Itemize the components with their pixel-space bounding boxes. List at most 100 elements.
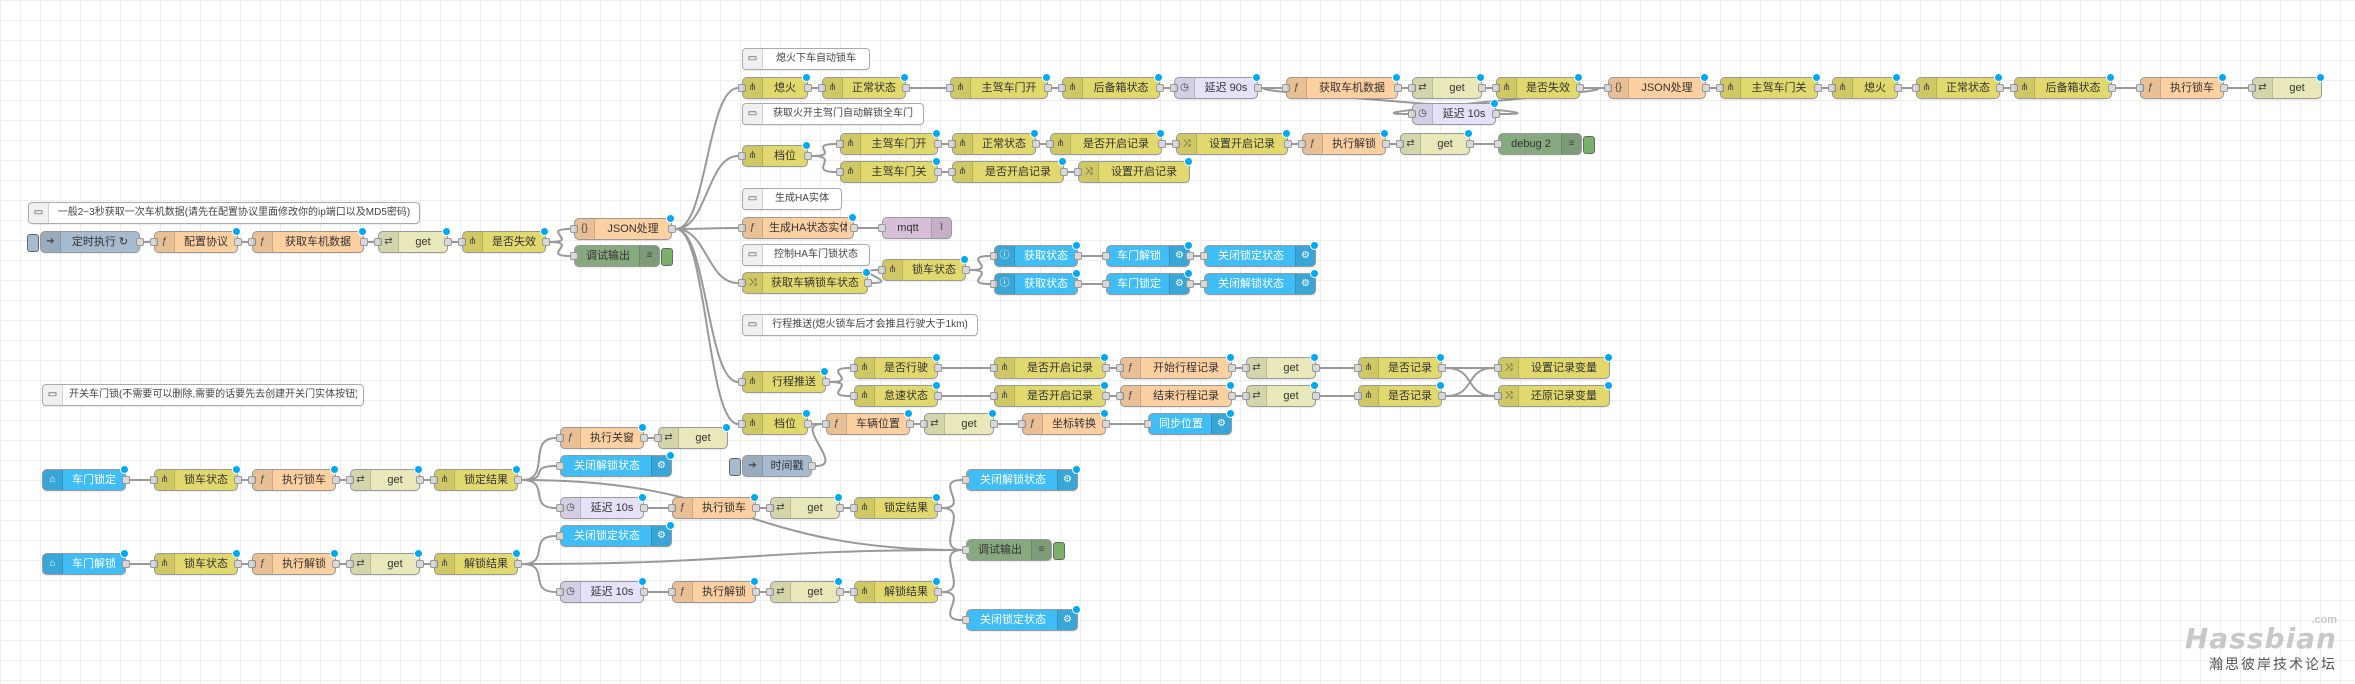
input-port[interactable] [1018,420,1026,428]
input-port[interactable] [1074,168,1082,176]
wire[interactable] [941,591,963,621]
wire[interactable] [941,549,963,593]
switch-node-trunk-state-2[interactable]: ⋔后备箱状态 [2010,73,2116,99]
input-port[interactable] [1354,364,1362,372]
switch-node-lock-result-2[interactable]: ⋔锁定结果 [850,493,942,519]
wire[interactable] [549,241,571,257]
switch-node-normal-state[interactable]: ⋔正常状态 [818,73,910,99]
switch-node-ignition-off[interactable]: ⋔熄火 [738,73,812,99]
http-node-get-10[interactable]: ⇄get [766,493,844,519]
output-port[interactable] [332,560,340,568]
change-node-restore-record-var[interactable]: ⤨还原记录变量 [1494,381,1613,407]
output-port[interactable] [1576,84,1584,92]
input-port[interactable] [990,252,998,260]
input-port[interactable] [962,546,970,554]
input-port[interactable] [2248,84,2256,92]
output-port[interactable] [934,588,942,596]
output-port[interactable] [668,225,676,233]
input-port[interactable] [430,476,438,484]
output-port[interactable] [2108,84,2116,92]
output-port[interactable] [1102,420,1110,428]
switch-node-lock-state-3[interactable]: ⋔锁车状态 [150,549,242,575]
output-port[interactable] [444,238,452,246]
input-port[interactable] [1408,84,1416,92]
input-port[interactable] [248,476,256,484]
http-node-get-12[interactable]: ⇄get [766,577,844,603]
output-port[interactable] [1394,84,1402,92]
input-port[interactable] [556,462,564,470]
change-node-get-lock-state[interactable]: ⤨获取车辆锁车状态 [738,268,872,294]
switch-node-lock-state-2[interactable]: ⋔锁车状态 [150,465,242,491]
comment-trip-push[interactable]: ▭行程推送(熄火锁车后才会推且行驶大于1km) [742,314,978,336]
input-port[interactable] [738,420,746,428]
input-port[interactable] [836,168,844,176]
input-port[interactable] [766,588,774,596]
input-port[interactable] [1716,84,1724,92]
output-port[interactable] [934,168,942,176]
output-port[interactable] [332,476,340,484]
input-port[interactable] [878,266,886,274]
debug-node-output-2[interactable]: ≡调试输出 [962,539,1065,561]
input-port[interactable] [2010,84,2018,92]
output-port[interactable] [1312,364,1320,372]
input-port[interactable] [346,560,354,568]
switch-node-unlock-result-2[interactable]: ⋔解锁结果 [850,577,942,603]
input-port[interactable] [878,224,886,232]
input-port[interactable] [654,434,662,442]
input-port[interactable] [850,392,858,400]
output-port[interactable] [1228,364,1236,372]
output-port[interactable] [1060,168,1068,176]
output-port[interactable] [1438,364,1446,372]
output-port[interactable] [934,140,942,148]
ha-node-close-lock-state-3[interactable]: ⚙关闭锁定状态 [962,605,1081,631]
wire[interactable] [675,87,739,230]
input-port[interactable] [668,588,676,596]
input-port[interactable] [1172,140,1180,148]
output-port[interactable] [934,392,942,400]
output-port[interactable] [990,420,998,428]
output-port[interactable] [2220,84,2228,92]
output-port[interactable] [934,364,942,372]
output-port[interactable] [234,560,242,568]
inject-trigger-button[interactable] [729,458,741,476]
output-port[interactable] [416,476,424,484]
output-port[interactable] [416,560,424,568]
wire[interactable] [941,507,963,551]
input-port[interactable] [248,238,256,246]
debug-toggle-button[interactable] [1583,136,1595,154]
input-port[interactable] [570,252,578,260]
switch-node-is-recording-1[interactable]: ⋔是否记录 [1354,353,1446,379]
input-port[interactable] [1282,84,1290,92]
switch-node-invalid-2[interactable]: ⋔是否失效 [1492,73,1584,99]
output-port[interactable] [136,238,144,246]
input-port[interactable] [1102,252,1110,260]
output-port[interactable] [1032,140,1040,148]
output-port[interactable] [822,378,830,386]
switch-node-idle-state[interactable]: ⋔怠速状态 [850,381,942,407]
input-port[interactable] [2136,84,2144,92]
input-port[interactable] [1170,84,1178,92]
ha-node-door-unlock-trigger[interactable]: ⌂车门解锁 [42,549,130,575]
http-node-get-6[interactable]: ⇄get [1242,381,1320,407]
output-port[interactable] [360,238,368,246]
wire[interactable] [1263,87,1519,115]
wire[interactable] [811,423,827,467]
delay-node-10s-retry[interactable]: ◷延迟 10s [1408,99,1500,125]
input-port[interactable] [458,238,466,246]
input-port[interactable] [1242,364,1250,372]
output-port[interactable] [542,238,550,246]
switch-node-lock-result[interactable]: ⋔锁定结果 [430,465,522,491]
wire[interactable] [811,155,837,173]
comment-unlock-on-start[interactable]: ▭获取火开主驾门自动解锁全车门 [742,103,924,125]
input-port[interactable] [738,224,746,232]
output-port[interactable] [640,588,648,596]
